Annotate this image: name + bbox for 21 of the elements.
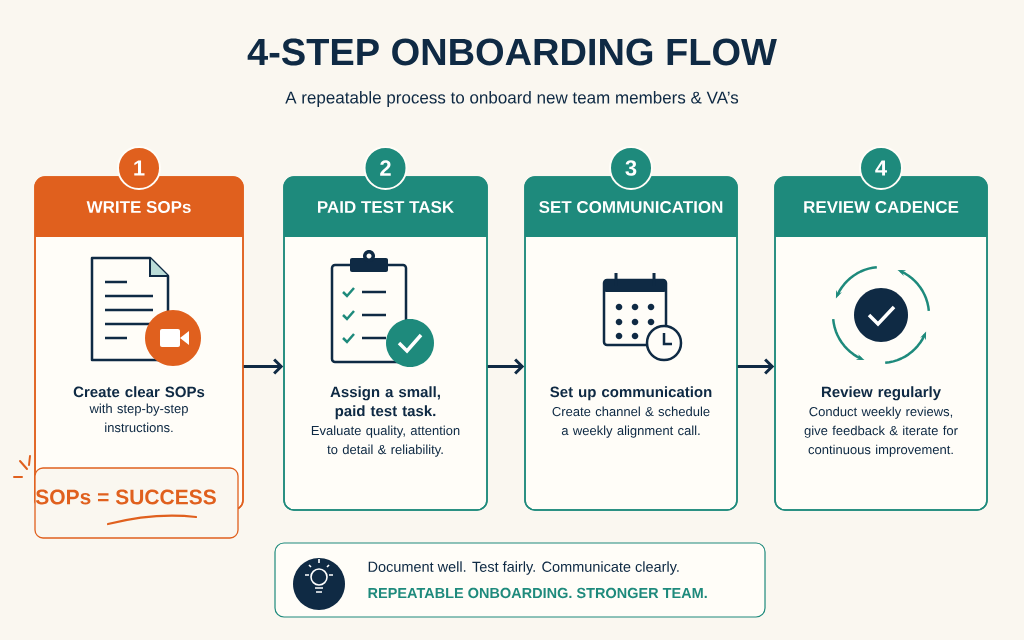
arrow (487, 358, 525, 375)
card-lead: Assign a small, paid test task. (330, 386, 440, 420)
callout-box: SOPs = SUCCESS (34, 467, 239, 539)
card-lead: Review regularly (822, 386, 941, 401)
step-number: 2 (363, 146, 408, 190)
step-number: 3 (609, 146, 653, 190)
card-body: Evaluate quality, attention to detail & reliability. (311, 425, 460, 457)
subtitle: A repeatable process to onboard new team members & VA’s (285, 91, 739, 107)
card-lead: Create clear SOPs (73, 386, 205, 398)
card-body: Conduct weekly reviews, give feedback & iterate for continuous improvement. (804, 406, 958, 457)
arrow (737, 358, 775, 375)
card-body: Create channel & schedule a weekly alignment call. (552, 406, 710, 438)
step-number: 4 (859, 146, 903, 190)
card-body: with step-by-step instructions. (89, 403, 188, 433)
card-lead: Set up communication (550, 386, 712, 401)
step-card (774, 176, 988, 511)
title: 4-STEP ONBOARDING FLOW (247, 38, 777, 66)
note-box: Document well. Test fairly. Communicate clearly. REPEATABLE ONBOARDING. STRONGER TEAM. (274, 542, 766, 618)
step-number: 1 (117, 146, 161, 190)
step-card (524, 176, 738, 511)
arrow (243, 358, 284, 375)
